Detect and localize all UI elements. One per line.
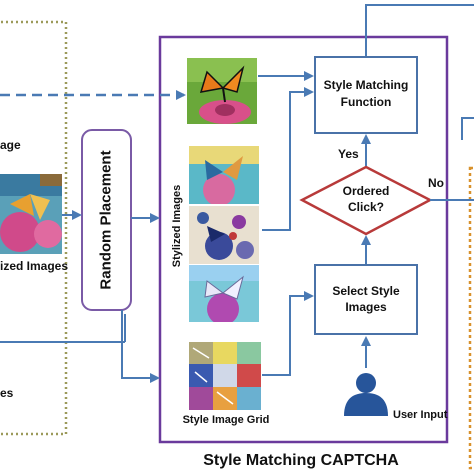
no-label: No — [428, 176, 444, 190]
arrow-output-stub — [462, 118, 474, 140]
stylized-images-label: Stylized Images — [171, 185, 183, 268]
output-panel-frame — [470, 168, 474, 468]
select-style-images-line1: Select Style — [332, 284, 399, 298]
arrow-grid-to-select — [262, 296, 312, 375]
style-matching-function-line1: Style Matching — [324, 78, 409, 92]
style-image-grid — [189, 342, 261, 410]
select-style-images-line2: Images — [345, 300, 386, 314]
arrow-function-output — [366, 5, 474, 56]
left-stylized-thumbnail — [0, 174, 62, 254]
arrow-stylized-to-function — [262, 92, 312, 230]
arrow-to-style-grid — [122, 310, 158, 378]
stylized-image-2 — [189, 206, 259, 264]
user-input-label: User Input — [393, 409, 447, 421]
left-label-bottom: es — [0, 386, 13, 400]
ordered-click-line2: Click? — [348, 200, 384, 214]
ordered-click-line1: Ordered — [343, 184, 390, 198]
style-image-grid-label: Style Image Grid — [183, 414, 270, 426]
style-matching-function-line2: Function — [341, 95, 392, 109]
yes-label: Yes — [338, 147, 359, 161]
stylized-image-3 — [189, 265, 259, 322]
stylized-image-1 — [189, 146, 259, 204]
user-icon — [344, 373, 388, 416]
left-label-image: age — [0, 138, 21, 152]
content-image-butterfly — [187, 58, 257, 124]
left-label-stylized: ized Images — [0, 259, 68, 273]
captcha-title: Style Matching CAPTCHA — [203, 452, 399, 470]
random-placement-label: Random Placement — [98, 150, 115, 289]
